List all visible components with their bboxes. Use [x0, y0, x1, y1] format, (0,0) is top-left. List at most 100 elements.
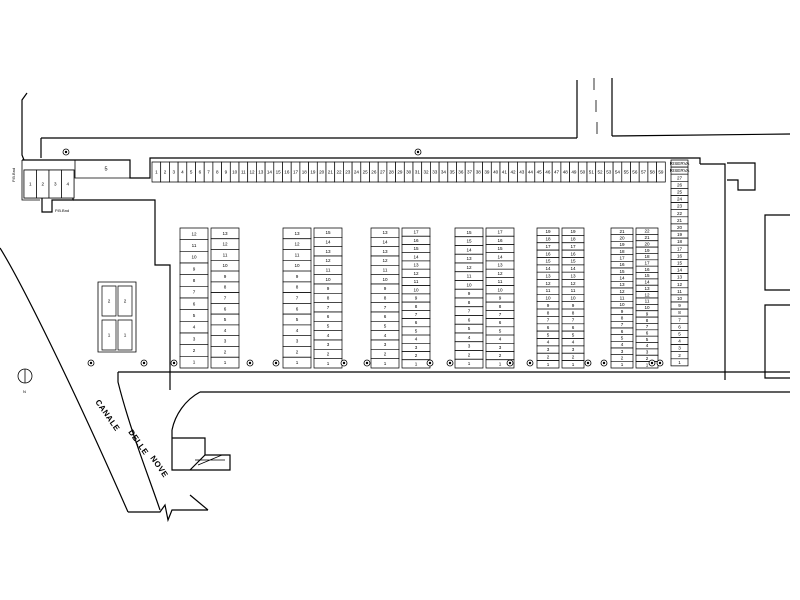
parking-stall: 4: [486, 335, 514, 343]
stall-number: 25: [677, 189, 683, 194]
stall-number: 17: [545, 244, 551, 249]
stall-outline: [102, 286, 116, 316]
fixed-label: P.B.Bnd: [11, 168, 16, 182]
stall-number: 15: [644, 273, 650, 278]
stall-number: 33: [432, 170, 438, 175]
stall-number: 7: [384, 305, 387, 310]
stall-number: 2: [108, 299, 111, 304]
parking-stall: 1: [371, 359, 399, 368]
parking-stall: 12: [402, 269, 430, 277]
stall-number: 1: [646, 362, 649, 367]
parking-stall: 4: [455, 333, 483, 342]
stall-number: 44: [528, 170, 534, 175]
stall-number: 11: [192, 243, 197, 248]
parking-stall: 3: [371, 340, 399, 349]
stall-number: 5: [646, 337, 649, 342]
stall-number: 12: [545, 281, 551, 286]
parking-stall: 15: [455, 228, 483, 237]
stall-number: 23: [345, 170, 351, 175]
parking-stall: 10: [671, 295, 688, 302]
parking-stall: 42: [509, 162, 518, 182]
parking-stall: 4: [283, 325, 311, 336]
parking-stall: 6: [611, 328, 633, 335]
marker-dot-icon: [342, 361, 346, 365]
parking-stall: 10: [283, 260, 311, 271]
stall-number: 36: [458, 170, 464, 175]
parking-stall: 4: [402, 335, 430, 343]
parking-stall: 9: [222, 162, 231, 182]
parking-stall: 11: [455, 272, 483, 281]
stall-number: 12: [677, 282, 683, 287]
stall-number: 3: [224, 339, 227, 344]
parking-stall: 37: [465, 162, 474, 182]
parking-stall: 11: [562, 287, 584, 294]
marker-dot-icon: [142, 361, 146, 365]
stall-number: 15: [677, 260, 683, 265]
stall-number: 16: [619, 262, 625, 267]
stall-outline: [62, 170, 75, 198]
stall-number: 20: [644, 241, 650, 246]
stall-number: 3: [384, 342, 387, 347]
stall-number: 28: [389, 170, 395, 175]
parking-stall: 16: [537, 250, 559, 257]
parking-stall: 52: [596, 162, 605, 182]
stall-number: 12: [191, 231, 197, 236]
parking-stall: 3: [283, 336, 311, 347]
stall-number: 39: [484, 170, 490, 175]
parking-stall: 15: [486, 244, 514, 252]
stall-number: 19: [677, 232, 683, 237]
parking-stall: 38: [474, 162, 483, 182]
stall-number: 5: [547, 332, 550, 337]
stall-number: 16: [677, 253, 683, 258]
stall-number: 18: [302, 170, 308, 175]
stall-number: 12: [382, 258, 388, 263]
parking-stall: 10: [230, 162, 239, 182]
stall-number: 38: [476, 170, 482, 175]
stall-outline: [562, 361, 584, 368]
parking-stall: 12: [537, 280, 559, 287]
parking-stall: 18: [562, 235, 584, 242]
parking-stall: 9: [402, 294, 430, 302]
parking-stall: 6: [211, 303, 239, 314]
parking-stall: 20: [317, 162, 326, 182]
stall-number: 50: [580, 170, 586, 175]
stall-number: 5: [190, 170, 193, 175]
stall-number: 4: [384, 333, 387, 338]
stall-number: 3: [54, 182, 57, 187]
parking-stall: 10: [611, 301, 633, 308]
marker-dot-icon: [428, 361, 432, 365]
parking-stall: 17: [291, 162, 300, 182]
parking-stall: 7: [371, 303, 399, 312]
stall-number: 4: [193, 325, 196, 330]
parking-stall: 1: [211, 357, 239, 368]
stall-number: 8: [327, 296, 330, 301]
parking-stall: 12: [283, 239, 311, 250]
circle-markers: [62, 148, 664, 367]
stall-outline: [611, 361, 633, 368]
marker-dot-icon: [64, 150, 68, 154]
stall-number: 2: [41, 182, 44, 187]
parking-stall: 15: [537, 257, 559, 264]
parking-stall: 19: [562, 228, 584, 235]
stall-number: 16: [644, 267, 650, 272]
parking-stall: 2: [180, 345, 208, 357]
stall-number: 13: [258, 170, 264, 175]
parking-stall: 15: [402, 244, 430, 252]
parking-stall: 15: [671, 259, 688, 266]
parking-stall: 3: [211, 336, 239, 347]
stall-number: 6: [499, 320, 502, 325]
stall-number: 4: [678, 339, 681, 344]
parking-stall: 57: [639, 162, 648, 182]
stall-number: 24: [677, 197, 683, 202]
stall-number: 12: [644, 292, 650, 297]
stall-number: 7: [572, 318, 575, 323]
stall-number: 8: [468, 300, 471, 305]
stall-outline: [671, 359, 688, 366]
stall-number: 2: [224, 349, 227, 354]
stall-number: 18: [545, 237, 551, 242]
stall-number: 17: [497, 230, 503, 235]
stall-number: 9: [468, 291, 471, 296]
stall-number: 9: [384, 286, 387, 291]
stall-number: 13: [413, 263, 419, 268]
